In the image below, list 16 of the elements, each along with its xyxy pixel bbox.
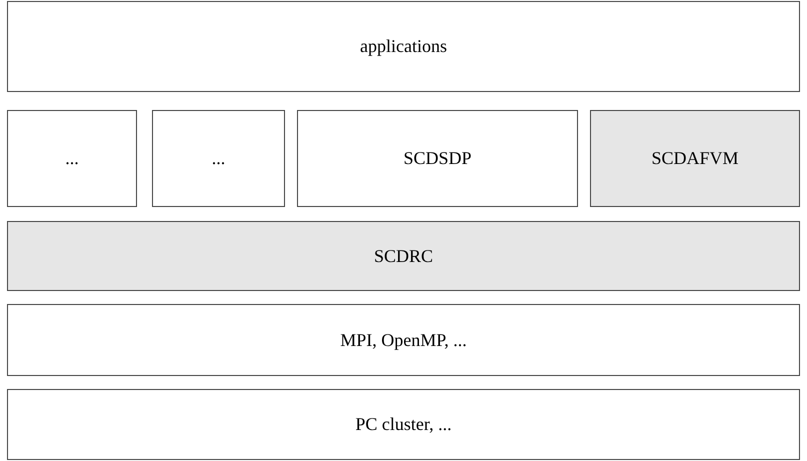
layer-box (7, 389, 800, 460)
layer-box (7, 110, 137, 207)
module-box (297, 110, 578, 207)
layer-box (7, 1, 800, 92)
layer-label: SCDAFVM (651, 148, 739, 169)
layer-label: SCDSDP (403, 148, 472, 169)
layer-label: PC cluster, ... (355, 414, 452, 435)
layer-label: ... (212, 148, 226, 169)
layer-label: ... (65, 148, 79, 169)
layer-box (152, 110, 285, 207)
layer-box (7, 304, 800, 376)
layer-label: SCDRC (374, 246, 434, 266)
layer-box (7, 221, 800, 291)
layer-label: applications (360, 36, 447, 57)
layer-label: MPI, OpenMP, ... (340, 330, 467, 350)
module-box (590, 110, 800, 207)
